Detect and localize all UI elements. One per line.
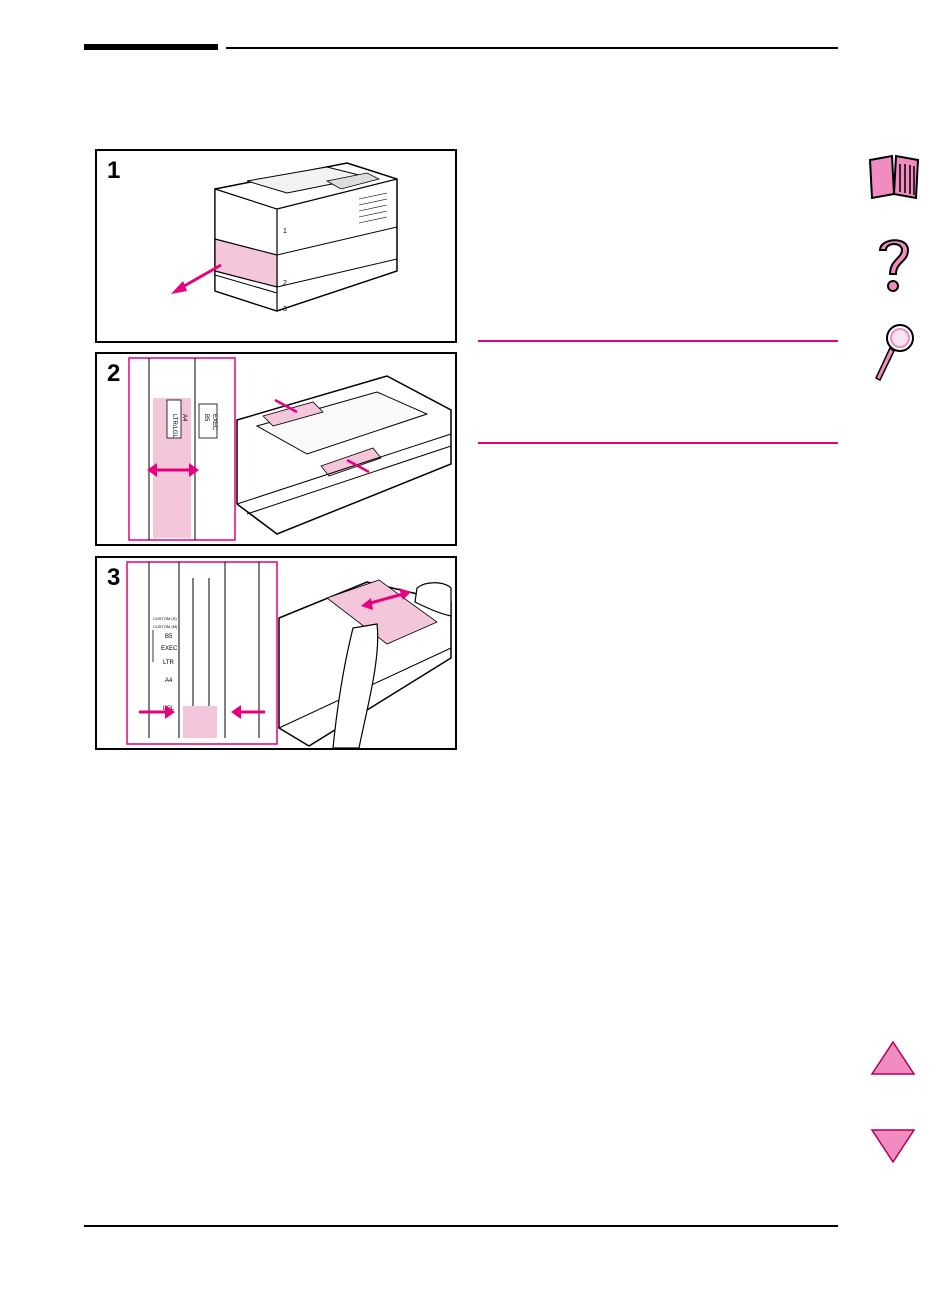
figure-panel-1: 1 2 3 1 — [95, 149, 457, 343]
search-icon[interactable] — [870, 322, 916, 382]
note-rule-bottom — [478, 442, 838, 444]
tray-number-1: 1 — [283, 228, 287, 235]
up-arrow-icon[interactable] — [870, 1040, 916, 1076]
book-icon[interactable] — [866, 154, 922, 200]
help-icon[interactable] — [874, 234, 914, 296]
size-label-b5: B5 — [203, 414, 209, 422]
header-rule-thin — [226, 47, 838, 49]
tray-number-2: 2 — [283, 280, 287, 287]
size-label-custom-m: CUSTOM (M) — [153, 624, 178, 629]
size-label-exec: EXEC — [211, 414, 217, 431]
size-label-custom-s: CUSTOM (S) — [153, 616, 177, 621]
size-label-a4: A4 — [165, 678, 173, 684]
size-label-ltr-lgl: LTR/LGL — [171, 414, 177, 439]
down-arrow-icon[interactable] — [870, 1128, 916, 1164]
size-label-ltr: LTR — [163, 660, 175, 666]
tray-number-3: 3 — [283, 306, 287, 313]
step-number-3: 3 — [107, 564, 121, 591]
figure-panel-3: CUSTOM (S) CUSTOM (M) B5 EXEC LTR A4 LGL… — [95, 556, 457, 750]
tray-guide-illustration: LTR/LGL A4 B5 EXEC — [128, 357, 452, 541]
printer-illustration: 1 2 3 — [171, 162, 398, 313]
step-number-2: 2 — [107, 360, 121, 387]
size-label-exec: EXEC — [161, 646, 178, 652]
tray-length-guide-illustration: CUSTOM (S) CUSTOM (M) B5 EXEC LTR A4 LGL — [126, 561, 452, 748]
size-label-b5: B5 — [165, 634, 173, 640]
figure-panel-2: LTR/LGL A4 B5 EXEC 2 — [95, 352, 457, 546]
header-rule-thick — [84, 44, 218, 50]
note-rule-top — [478, 340, 838, 342]
size-label-a4: A4 — [181, 414, 187, 422]
footer-rule — [84, 1225, 838, 1227]
step-number-1: 1 — [107, 157, 121, 184]
